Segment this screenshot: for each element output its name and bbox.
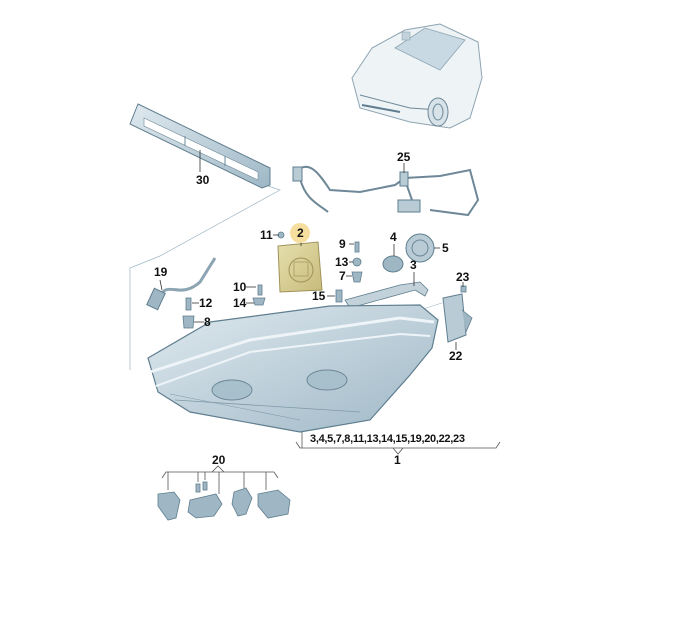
part-25-wiring-harness [292, 165, 480, 217]
part-label-12[interactable]: 12 [199, 296, 213, 310]
part-2-control-unit [277, 241, 323, 293]
part-label-9[interactable]: 9 [339, 237, 346, 251]
part-label-10[interactable]: 10 [233, 280, 247, 294]
part-label-25[interactable]: 25 [397, 150, 411, 164]
part-label-22[interactable]: 22 [449, 349, 463, 363]
part-label-14[interactable]: 14 [233, 296, 247, 310]
part-label-4[interactable]: 4 [390, 230, 397, 244]
vehicle-location-thumbnail [351, 23, 483, 129]
part-label-23[interactable]: 23 [456, 270, 470, 284]
part-label-20[interactable]: 20 [212, 453, 226, 467]
part-label-19[interactable]: 19 [154, 265, 168, 279]
part-4-bulb [382, 255, 404, 273]
part-3-bracket [344, 281, 429, 309]
part-1-headlight-housing [147, 304, 439, 433]
part-19-cable [146, 257, 217, 311]
part-label-2-highlighted[interactable]: 2 [290, 223, 310, 243]
part-label-30[interactable]: 30 [196, 173, 210, 187]
part-label-15[interactable]: 15 [312, 289, 326, 303]
part-22-cover-panel [442, 293, 473, 343]
dashed-guide [129, 185, 281, 370]
group-20-parts [157, 481, 291, 521]
part-label-5[interactable]: 5 [442, 241, 449, 255]
part-label-1[interactable]: 1 [394, 453, 401, 467]
part-30-air-guide [129, 103, 271, 189]
part-label-13[interactable]: 13 [335, 255, 349, 269]
assembly-bracket [295, 432, 501, 455]
part-label-7[interactable]: 7 [339, 269, 346, 283]
assembly-1-contents: 3,4,5,7,8,11,13,14,15,19,20,22,23 [310, 433, 465, 445]
part-label-11[interactable]: 11 [260, 228, 273, 242]
part-label-3[interactable]: 3 [410, 258, 417, 272]
fasteners [182, 231, 467, 329]
part-label-8[interactable]: 8 [204, 315, 211, 329]
group-20-bracket [161, 465, 279, 494]
